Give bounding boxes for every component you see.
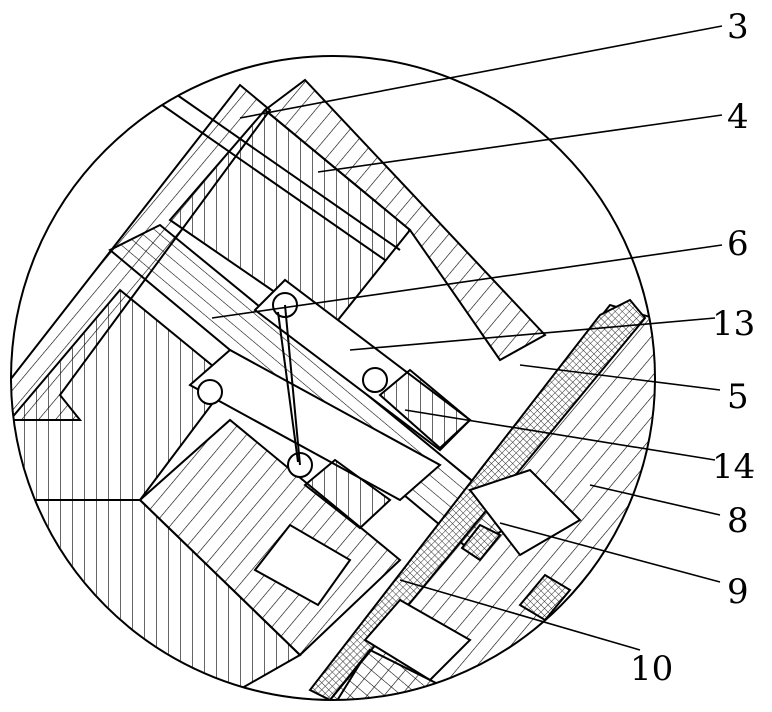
detail-view <box>10 80 660 712</box>
label-14: 14 <box>712 447 755 487</box>
label-3: 3 <box>727 7 749 47</box>
label-9: 9 <box>727 572 749 612</box>
leader-4 <box>318 115 722 172</box>
ball-right <box>363 368 387 392</box>
label-5: 5 <box>727 377 749 417</box>
label-6: 6 <box>727 224 749 264</box>
label-13: 13 <box>712 304 755 344</box>
label-10: 10 <box>630 649 673 689</box>
label-8: 8 <box>727 501 749 541</box>
label-4: 4 <box>727 97 749 137</box>
leader-3 <box>240 26 722 118</box>
ball-left <box>198 380 222 404</box>
